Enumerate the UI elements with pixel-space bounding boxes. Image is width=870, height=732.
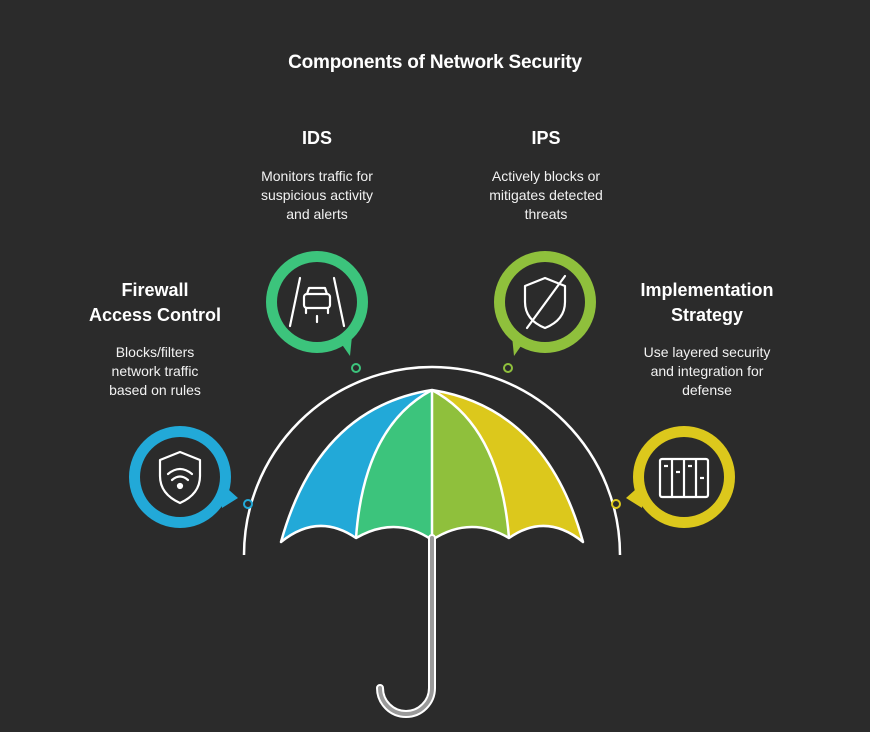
ips-description: Actively blocks or mitigates detected th…: [489, 168, 603, 222]
outer-arc: [242, 365, 622, 556]
ids-heading: IDS: [301, 128, 332, 148]
connector-dot-implementation: [611, 499, 621, 509]
diagram-title: Components of Network Security: [288, 52, 582, 73]
implementation-bubble: [626, 426, 735, 528]
canopy-panel-yellow: [432, 390, 583, 542]
implementation-description: Use layered security and integration for…: [643, 344, 771, 398]
umbrella-handle: [376, 534, 436, 718]
connector-dot-ips: [503, 363, 513, 373]
canopy-panel-lime: [432, 390, 509, 540]
firewall-heading: Firewall Access Control: [88, 280, 222, 325]
connector-dot-ids: [351, 363, 361, 373]
ids-bubble: [266, 251, 368, 356]
canopy-panel-blue: [281, 390, 432, 542]
wifi-shield-icon: [158, 450, 202, 505]
umbrella-canopy: [279, 388, 585, 544]
implementation-heading: Implementation Strategy: [640, 280, 774, 325]
ips-heading: IPS: [531, 128, 561, 148]
ips-bubble: [494, 251, 596, 356]
layers-icon: [658, 457, 710, 499]
connector-dot-firewall: [243, 499, 253, 509]
ids-description: Monitors traffic for suspicious activity…: [260, 168, 374, 222]
firewall-description: Blocks/filters network traffic based on …: [109, 344, 201, 398]
shield-slash-icon: [523, 274, 567, 330]
car-road-icon: [288, 276, 346, 328]
firewall-bubble: [129, 426, 238, 528]
canopy-panel-green: [356, 390, 432, 540]
